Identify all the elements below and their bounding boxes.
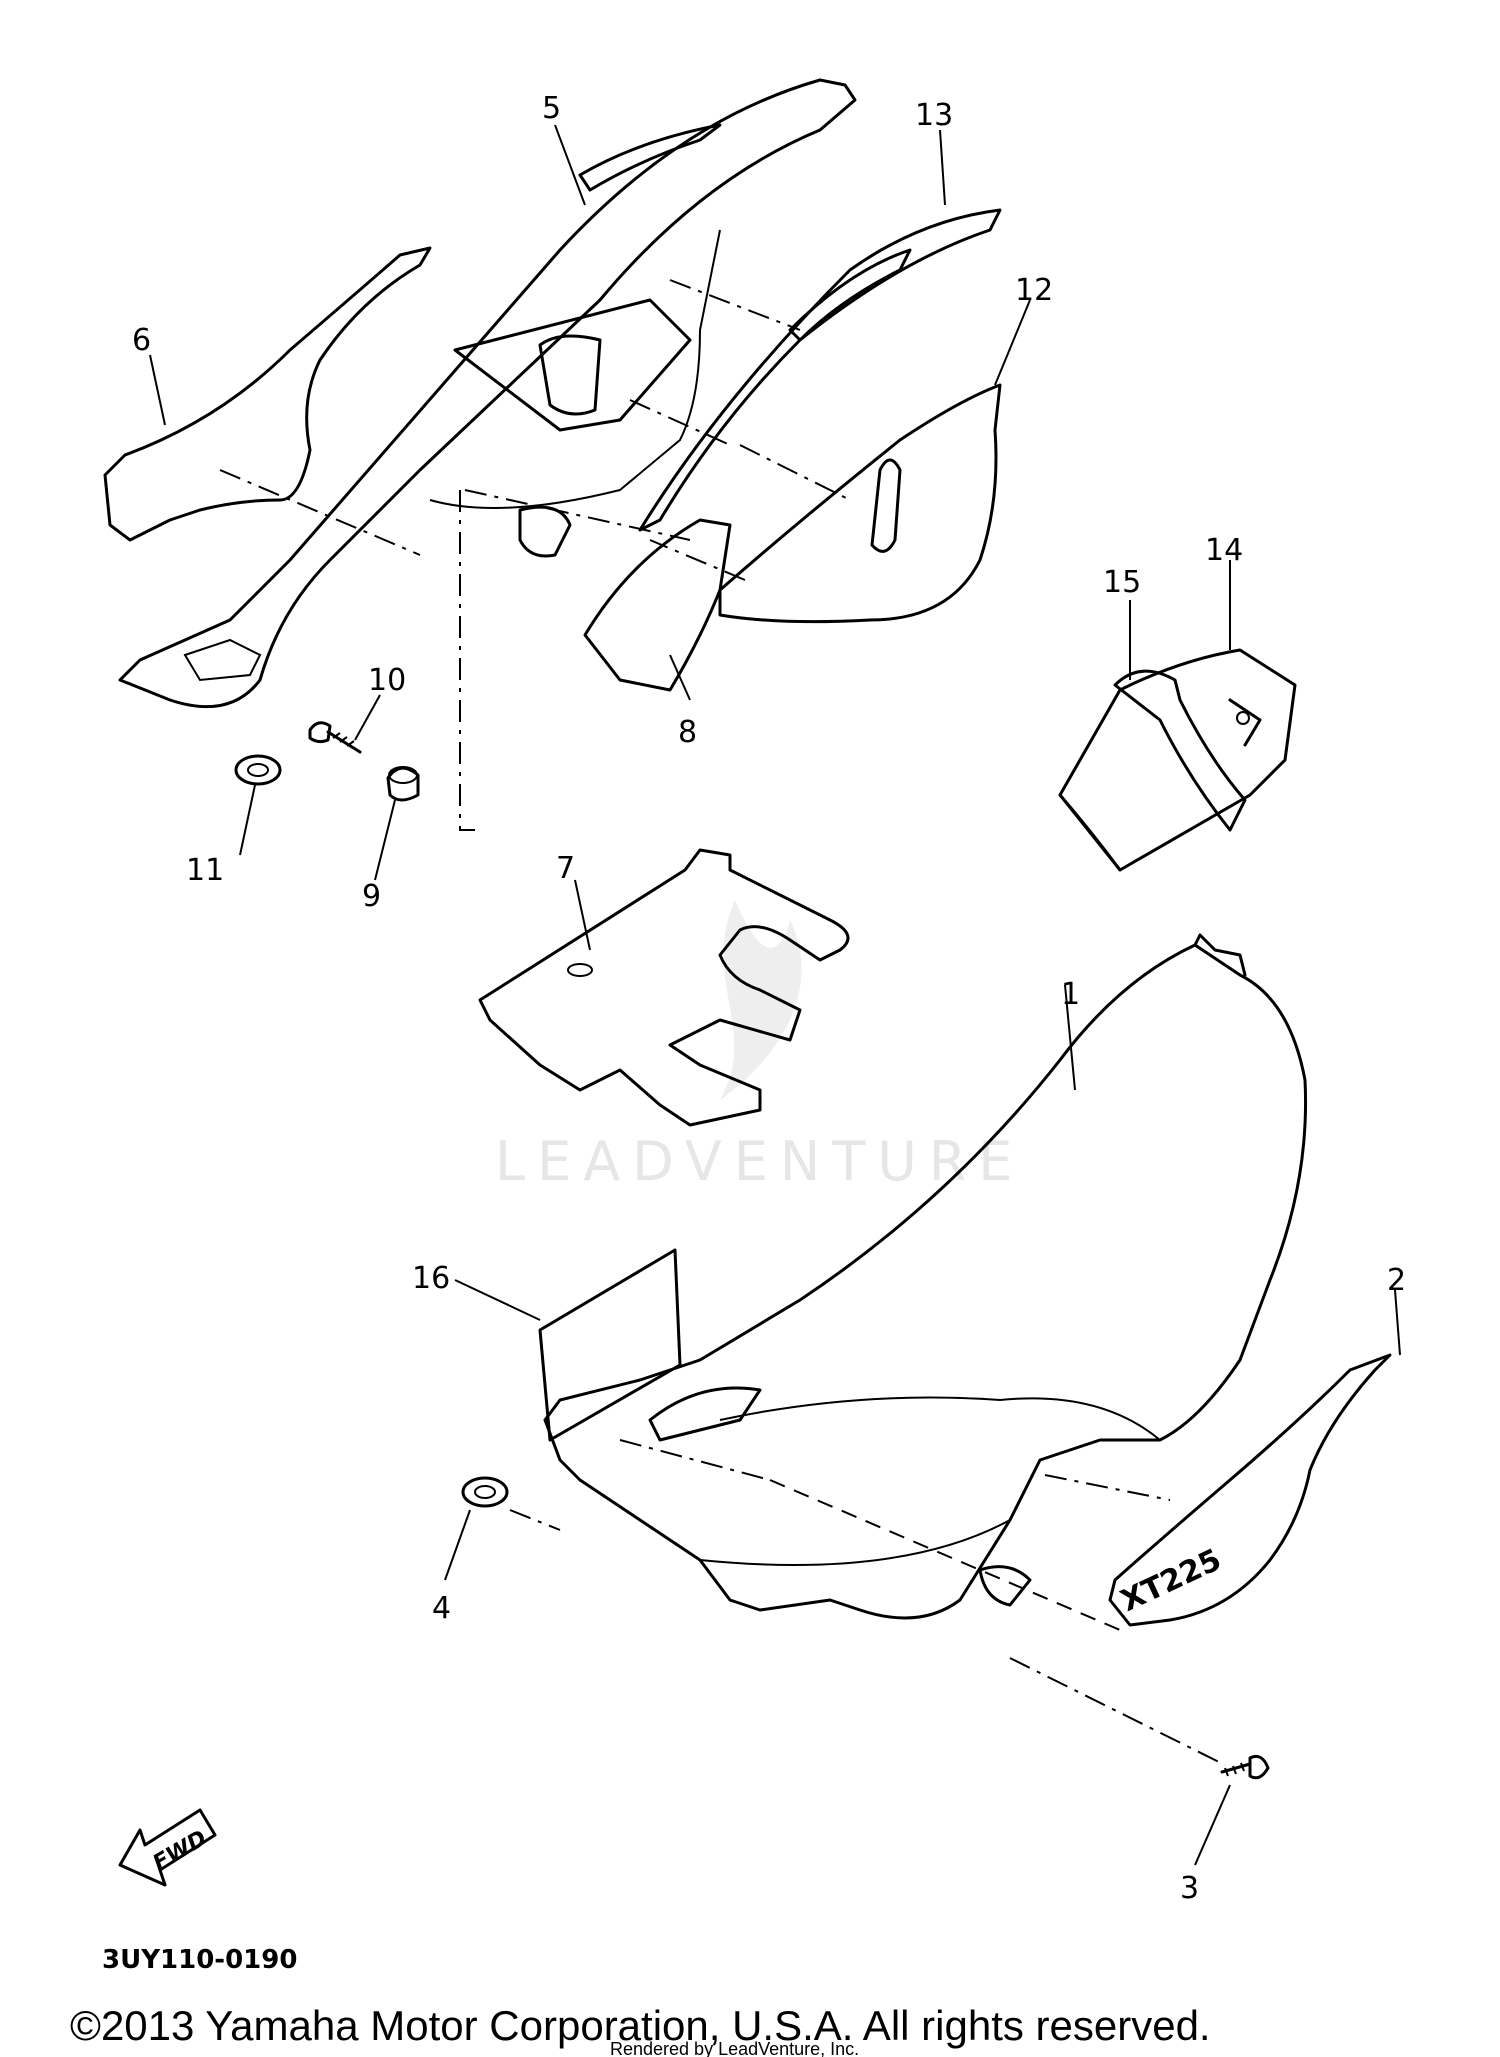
callout-1: 1: [1061, 977, 1080, 1012]
callout-12: 12: [1015, 273, 1053, 308]
watermark: LEADVENTURE: [495, 900, 1024, 1193]
watermark-flame-icon: [720, 900, 802, 1100]
part-3-screw: [1220, 1754, 1270, 1780]
part-16-label: [538, 1248, 682, 1442]
part-11-grommet: [234, 754, 282, 786]
callout-10: 10: [368, 663, 406, 698]
part-7-plate: [478, 848, 850, 1127]
watermark-text: LEADVENTURE: [495, 1130, 1024, 1193]
part-9-collar: [386, 766, 420, 802]
leader-lines: [149, 124, 1401, 1866]
part-4-grommet: [461, 1476, 509, 1508]
copyright-text: ©2013 Yamaha Motor Corporation, U.S.A. A…: [70, 2002, 1211, 2049]
fwd-label: FWD: [149, 1826, 211, 1876]
part-15-band: [1113, 669, 1247, 832]
part-13-panel: [638, 208, 1002, 532]
part-1-side-cover: [543, 933, 1308, 1620]
fwd-arrow-icon: FWD: [118, 1808, 217, 1887]
callout-4: 4: [432, 1591, 451, 1626]
callout-7: 7: [556, 851, 575, 886]
part-6-decal: [103, 246, 432, 542]
callout-5: 5: [542, 91, 561, 126]
part-10-bolt: [308, 721, 362, 754]
callout-14: 14: [1205, 533, 1243, 568]
callout-2: 2: [1387, 1263, 1406, 1298]
callout-3: 3: [1180, 1871, 1199, 1906]
part-8-sponge: [583, 518, 732, 692]
callout-11: 11: [186, 853, 224, 888]
callout-15: 15: [1103, 565, 1141, 600]
part-5-side-cover-upper: [118, 78, 857, 709]
part-14-tool-bag: [1058, 648, 1297, 872]
rendered-by-text: Rendered by LeadVenture, Inc.: [610, 2039, 859, 2057]
diagram-code: 3UY110-0190: [102, 1945, 297, 1975]
callout-13: 13: [915, 98, 953, 133]
callout-6: 6: [132, 323, 151, 358]
alignment-lines: [219, 279, 1226, 1766]
callouts: 1 2 3 4 5 6 7 8 9 10 11 12 13 14 15 16: [132, 91, 1406, 1906]
part-2-decal: XT225: [1108, 1353, 1392, 1627]
callout-8: 8: [678, 715, 697, 750]
callout-9: 9: [362, 879, 381, 914]
callout-16: 16: [412, 1261, 450, 1296]
part-12-inner-panel: [718, 383, 1002, 624]
